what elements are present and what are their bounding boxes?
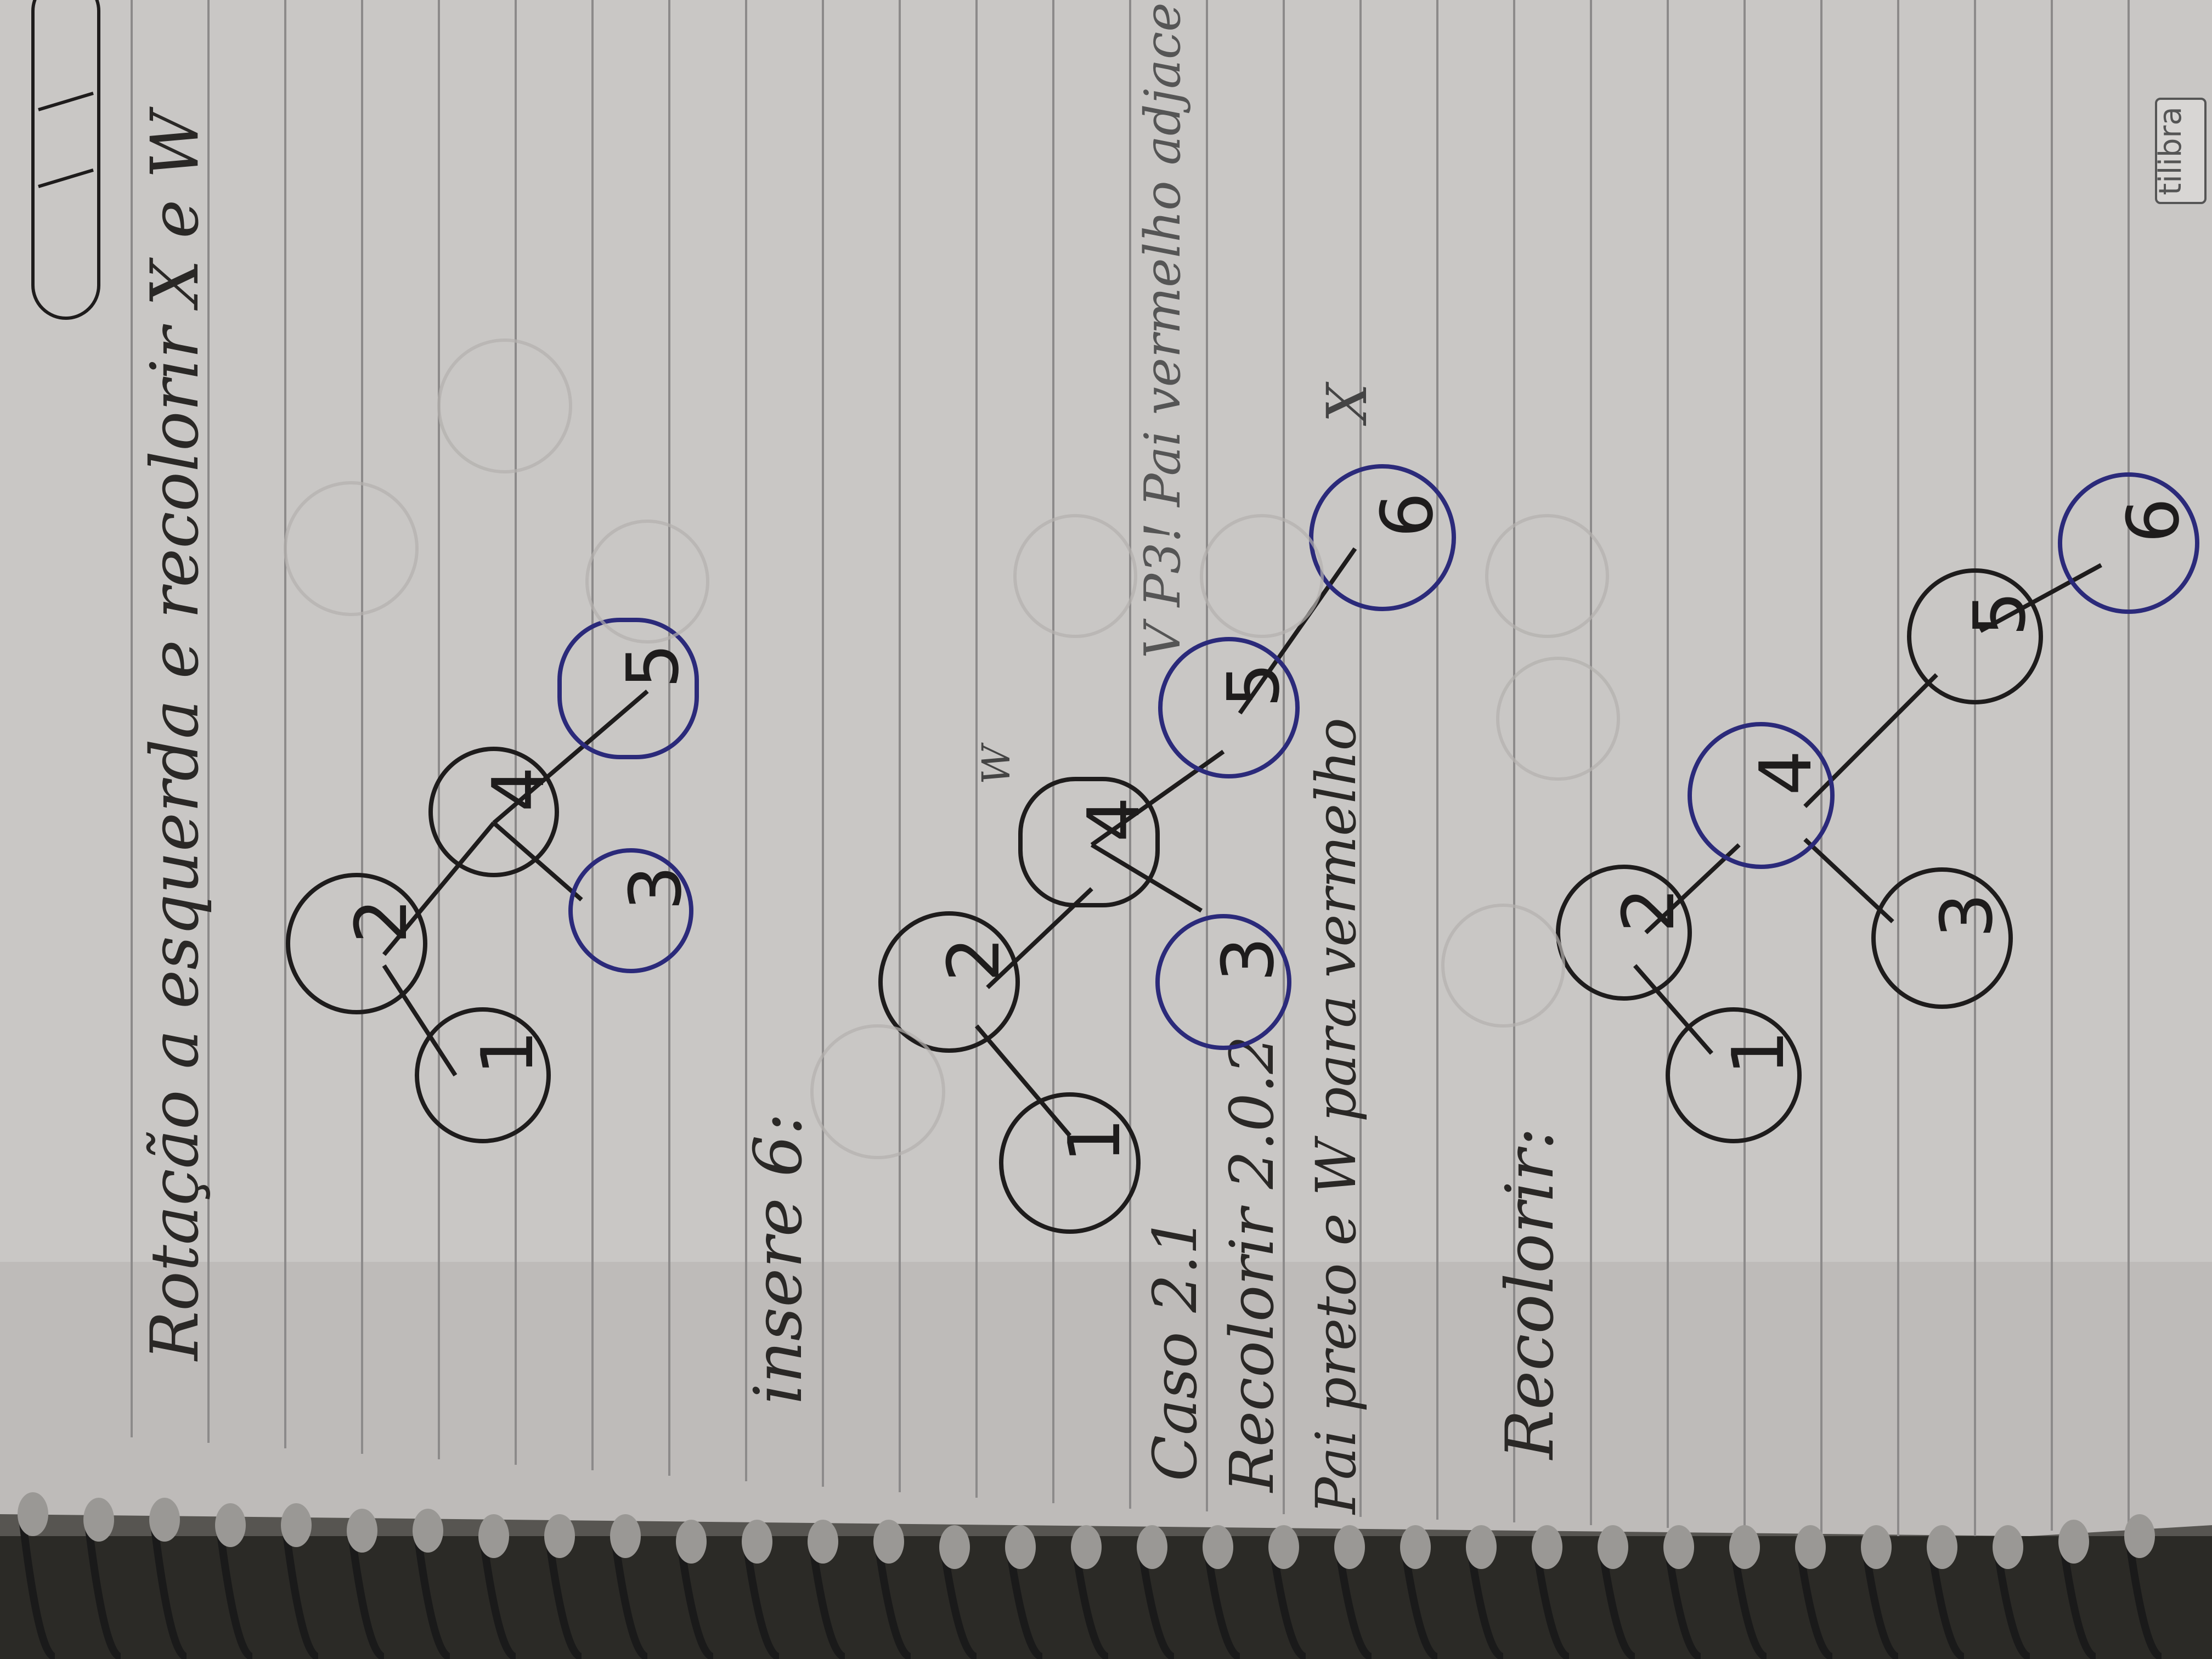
tree-2-annotations: W X xyxy=(974,381,1379,785)
svg-text:2: 2 xyxy=(1607,887,1690,933)
spiral-binding xyxy=(18,1514,2163,1659)
erased-sketches xyxy=(284,338,1620,1159)
tree-2 xyxy=(878,464,1456,1234)
svg-text:3: 3 xyxy=(1925,893,2008,938)
tree2-node-3 xyxy=(1155,914,1291,1050)
svg-text:6: 6 xyxy=(1365,492,1449,538)
svg-text:1: 1 xyxy=(1717,1030,1800,1075)
tree3-node-1 xyxy=(1666,1007,1802,1143)
svg-text:1: 1 xyxy=(466,1030,549,1075)
svg-text:3: 3 xyxy=(614,865,697,911)
tree1-node-2 xyxy=(286,873,427,1014)
svg-text:2: 2 xyxy=(932,936,1015,982)
svg-text:6: 6 xyxy=(2112,498,2195,543)
tree1-node-1 xyxy=(415,1007,551,1143)
tree3-node-5 xyxy=(1907,568,2043,704)
paper-sheet xyxy=(0,0,2212,1536)
tree-3 xyxy=(1556,472,2199,1143)
svg-text:4: 4 xyxy=(477,766,560,812)
tree-1-labels: 2 1 4 3 5 xyxy=(340,643,697,1075)
brand-logo: tilibra xyxy=(2153,98,2207,204)
note-line4: Recolorir 2.0.2 xyxy=(1217,1036,1287,1493)
note-line3: Caso 2.1 xyxy=(1140,1217,1210,1481)
tree2-node-6 xyxy=(1309,464,1456,611)
tree2-node-5 xyxy=(1158,637,1300,778)
tree2-node-4 xyxy=(1018,777,1160,907)
svg-text:5: 5 xyxy=(611,643,695,689)
tree1-node-5 xyxy=(557,618,699,759)
tree2-node-1 xyxy=(999,1092,1141,1234)
svg-text:3: 3 xyxy=(1206,936,1290,982)
brand-name: tilibra xyxy=(2153,106,2188,195)
note-line1: Rotação a esquerda e recolorir X e W xyxy=(137,106,213,1362)
tree1-node-4 xyxy=(428,747,559,877)
note-line2: insere 6: xyxy=(741,1113,817,1404)
tree1-node-3 xyxy=(568,848,693,973)
tree3-node-4 xyxy=(1688,722,1835,869)
svg-text:1: 1 xyxy=(1053,1118,1136,1163)
label-x: X xyxy=(1315,381,1379,426)
svg-text:5: 5 xyxy=(1958,591,2041,636)
svg-text:5: 5 xyxy=(1212,662,1295,708)
tree-1 xyxy=(286,618,699,1143)
margin-note: V P3! Pai vermelho adjacente xyxy=(1134,0,1192,658)
tree3-node-3 xyxy=(1871,867,2013,1009)
svg-text:2: 2 xyxy=(340,898,423,944)
svg-text:4: 4 xyxy=(1744,750,1827,795)
ruled-lines xyxy=(131,0,2130,1536)
label-w: W xyxy=(974,742,1019,785)
tree3-node-6 xyxy=(2058,472,2199,614)
spiral-holes xyxy=(18,1492,2155,1569)
date-box xyxy=(31,0,100,320)
handwritten-notes: Rotação a esquerda e recolorir X e W ins… xyxy=(137,0,1568,1515)
note-line5: Pai preto e W para vermelho xyxy=(1304,718,1368,1515)
tree2-node-2 xyxy=(878,911,1020,1053)
tree-3-labels: 2 1 4 3 5 6 xyxy=(1607,498,2195,1075)
tree-2-labels: 2 1 4 3 5 6 xyxy=(932,492,1449,1163)
tree3-node-2 xyxy=(1556,865,1692,1001)
svg-text:4: 4 xyxy=(1072,797,1155,842)
note-line6: Recolorir: xyxy=(1492,1127,1568,1460)
